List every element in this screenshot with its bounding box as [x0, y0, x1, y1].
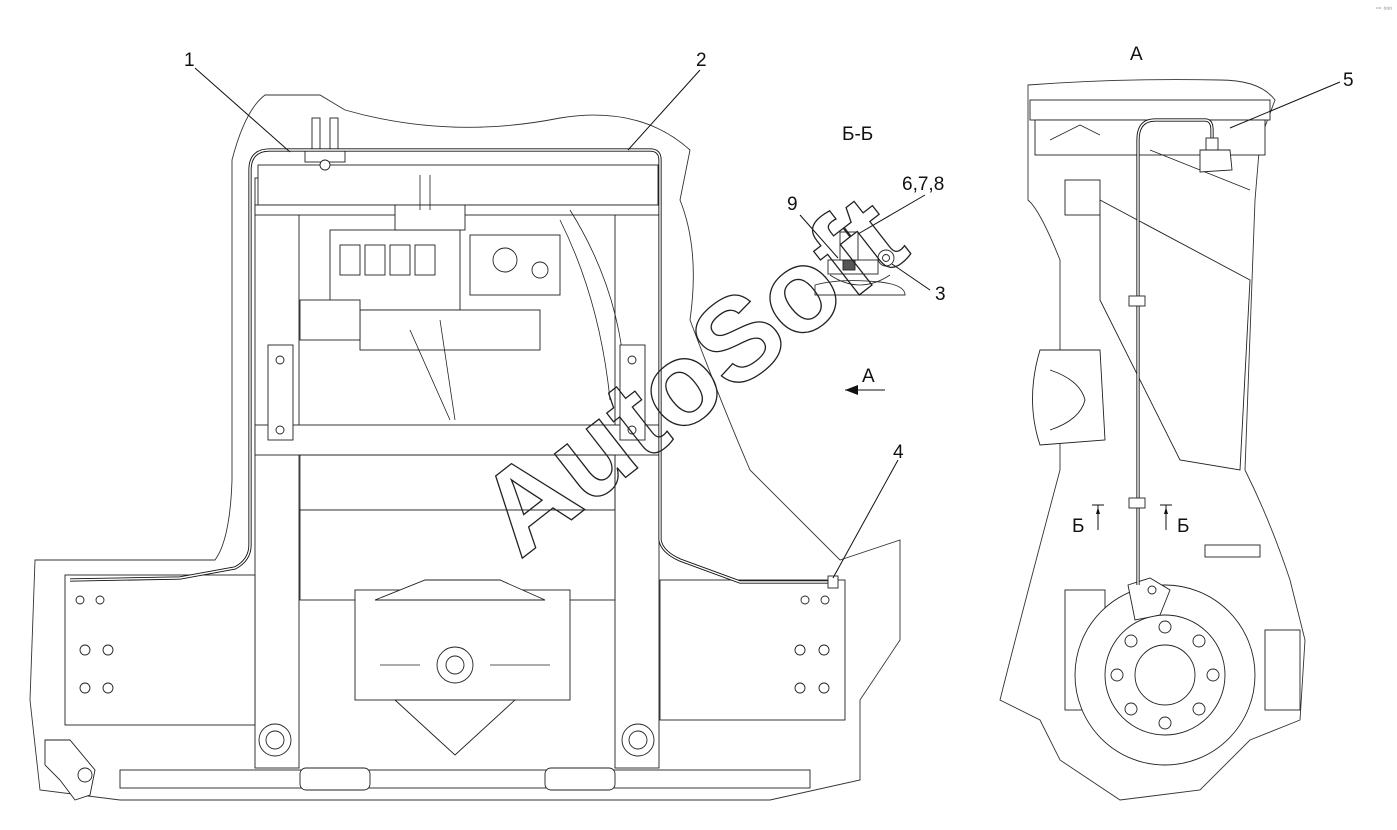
callout-2: 2	[696, 50, 707, 71]
hub-bolts	[1110, 620, 1220, 730]
callout-6-7-8: 6,7,8	[902, 174, 944, 195]
leader-lines	[194, 67, 1341, 579]
callout-9: 9	[787, 194, 798, 215]
bolts-right	[794, 595, 830, 694]
top-mount-bracket	[304, 117, 346, 171]
top-crossbar	[257, 164, 659, 206]
view-a	[999, 79, 1306, 801]
fuel-pump-block	[299, 175, 561, 351]
section-mark-left: Б	[1072, 516, 1084, 537]
section-bb-title: Б-Б	[842, 124, 873, 145]
callout-4: 4	[893, 442, 904, 463]
view-a-caliper	[1127, 577, 1171, 621]
middle-crossbar	[254, 424, 661, 456]
left-column	[254, 177, 300, 769]
callout-1: 1	[184, 50, 195, 71]
corner-logo: °° ⁰⁰⁰	[1376, 6, 1392, 14]
callout-5: 5	[1343, 70, 1354, 91]
bolts-left	[75, 595, 114, 694]
main-view	[29, 94, 901, 801]
diagonal-rods	[409, 209, 626, 421]
section-bb-base	[814, 280, 906, 296]
tube-clip-upper	[1128, 295, 1146, 307]
bottom-rail	[119, 769, 811, 789]
right-column	[614, 177, 660, 769]
left-hook	[44, 739, 96, 801]
tube-clip-lower	[1128, 497, 1146, 509]
view-a-top-beam	[1029, 99, 1271, 121]
view-a-arrow-label: А	[862, 366, 875, 387]
section-bb-detail	[814, 231, 906, 296]
tube-fitting-4	[827, 575, 839, 589]
view-a-title: А	[1130, 44, 1143, 65]
section-mark-right: Б	[1177, 516, 1189, 537]
labels: 1 2 3 4 5 6,7,8 9 Б-Б А А Б Б °° ⁰⁰⁰	[184, 6, 1392, 537]
tube-fitting-5	[1205, 137, 1219, 151]
callout-3: 3	[935, 284, 946, 305]
